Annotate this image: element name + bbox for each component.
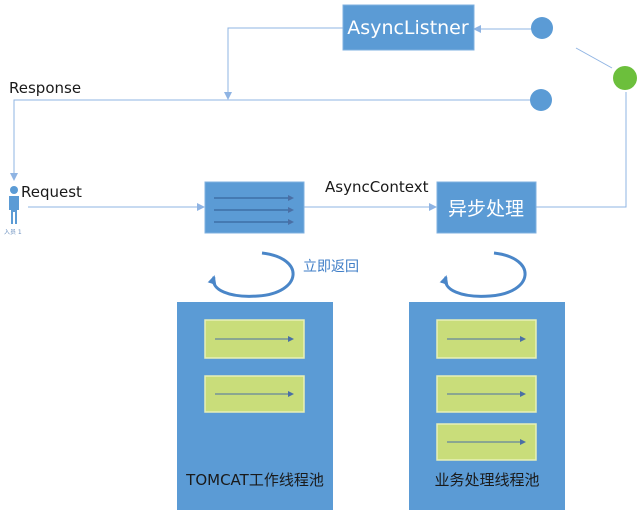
async-context-label: AsyncContext [325, 178, 429, 196]
connectors [10, 25, 627, 211]
event-circle-green [613, 66, 637, 90]
async-processing-label: 异步处理 [448, 198, 524, 220]
tomcat-thread-pool: TOMCAT工作线程池 [177, 302, 333, 510]
business-thread-slot [436, 319, 537, 359]
tomcat-pool-label: TOMCAT工作线程池 [185, 471, 324, 489]
tomcat-thread-slot [204, 375, 305, 413]
return-cycle-arrow-left [207, 251, 295, 298]
user-actor-icon [9, 186, 19, 224]
business-thread-slot [436, 375, 537, 413]
business-thread-slot [436, 423, 537, 461]
response-label: Response [9, 79, 81, 97]
return-immediately-label: 立即返回 [303, 259, 359, 275]
async-processing-node: 异步处理 [436, 181, 537, 234]
business-thread-pool: 业务处理线程池 [409, 302, 565, 510]
event-circle-middle [530, 89, 552, 111]
async-to-green-line [536, 92, 627, 208]
event-circle-top [531, 17, 553, 39]
listener-to-response-line [224, 27, 343, 100]
actor-caption: 入员 1 [4, 229, 22, 236]
cycle-arrow-right [439, 251, 527, 298]
green-to-circle-line [575, 47, 613, 69]
async-listener-label: AsyncListner [347, 17, 469, 39]
response-line [10, 99, 530, 181]
request-queue-node [204, 181, 305, 234]
async-listener-node: AsyncListner [342, 4, 475, 51]
tomcat-thread-slot [204, 319, 305, 359]
business-pool-label: 业务处理线程池 [434, 471, 539, 489]
request-label: Request [21, 183, 82, 201]
